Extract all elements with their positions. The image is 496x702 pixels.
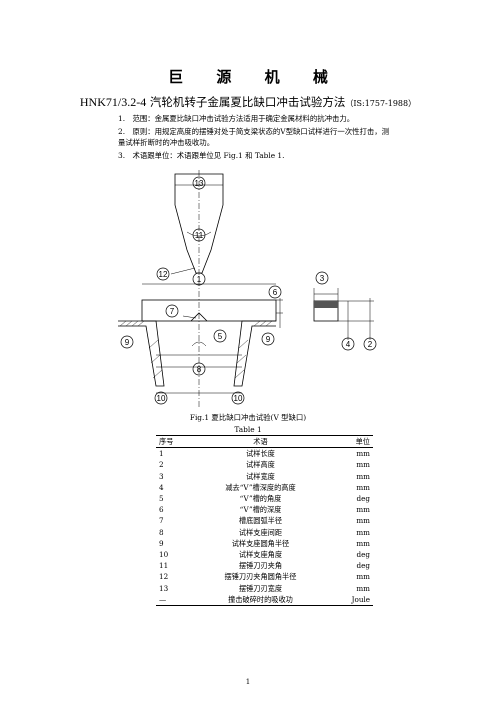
row-unit: deg bbox=[356, 494, 370, 504]
row-index: 5 bbox=[159, 494, 164, 504]
row-term: 试样支座角度 bbox=[238, 549, 283, 559]
pendulum-striker bbox=[174, 173, 224, 274]
row-unit: deg bbox=[356, 561, 370, 571]
row-unit: mm bbox=[356, 583, 370, 593]
table-row: 3 试样宽度 mm bbox=[156, 471, 373, 482]
paragraph-principle: 2. 原则：用规定高度的摆锤对处于简支梁状态的V型缺口试样进行一次性打击，测量试… bbox=[118, 127, 390, 147]
label-8: 8 bbox=[197, 365, 202, 374]
row-term: 试样支座间距 bbox=[238, 527, 283, 537]
figure-caption: Fig.1 夏比缺口冲击试验(V 型缺口) bbox=[189, 413, 307, 422]
terms-table: 序号 术语 单位 1 试样长度 mm 2 试样高度 mm 3 试样宽度 mm 4 减去“V”槽深度的… bbox=[156, 435, 373, 606]
row-index: 11 bbox=[159, 561, 169, 571]
label-9-right: 9 bbox=[266, 335, 271, 344]
row-term: 摆锤刀刃夹角 bbox=[238, 561, 283, 571]
v-notch bbox=[190, 312, 208, 322]
label-7: 7 bbox=[170, 307, 175, 316]
label-13: 13 bbox=[195, 179, 204, 188]
header-term: 术语 bbox=[192, 435, 329, 449]
row-index: 2 bbox=[159, 460, 164, 470]
row-term: 试样宽度 bbox=[246, 471, 275, 481]
row-index: — bbox=[159, 594, 167, 604]
row-unit: deg bbox=[356, 549, 370, 559]
label-2: 2 bbox=[368, 340, 373, 349]
row-term: 试样支座圆角半径 bbox=[231, 538, 290, 548]
table-row: 8 试样支座间距 mm bbox=[156, 527, 373, 538]
table-header-row: 序号 术语 单位 bbox=[156, 435, 373, 449]
row-term: 槽底圆弧半径 bbox=[238, 516, 283, 526]
row-term: 试样高度 bbox=[246, 460, 275, 470]
table-row: 2 试样高度 mm bbox=[156, 459, 373, 470]
left-support bbox=[118, 320, 165, 387]
row-index: 7 bbox=[159, 516, 164, 526]
row-term: “V”槽的深度 bbox=[239, 505, 282, 515]
title-standard: （IS:1757-1988） bbox=[345, 99, 417, 108]
row-unit: mm bbox=[356, 572, 370, 582]
row-unit: Joule bbox=[351, 594, 370, 604]
row-unit: mm bbox=[356, 538, 370, 548]
table-title: Table 1 bbox=[234, 425, 262, 434]
specimen bbox=[141, 299, 277, 322]
paragraph-terms: 3. 术语跟单位：术语跟单位见 Fig.1 和 Table 1. bbox=[118, 151, 285, 160]
company-name: 巨 源 机 械 bbox=[168, 68, 342, 86]
header-unit: 单位 bbox=[329, 435, 373, 449]
row-index: 8 bbox=[159, 527, 164, 537]
row-unit: mm bbox=[356, 471, 370, 481]
row-unit: mm bbox=[356, 460, 370, 470]
row-index: 10 bbox=[159, 549, 169, 559]
title-code: HNK71/3.2-4 bbox=[79, 95, 147, 109]
table-row: 10 试样支座角度 deg bbox=[156, 549, 373, 560]
row-index: 9 bbox=[159, 538, 164, 548]
label-6: 6 bbox=[273, 288, 278, 297]
paragraph-scope: 1. 范围：金属夏比缺口冲击试验方法适用于确定金属材料的抗冲击力。 bbox=[118, 114, 355, 123]
row-term: 摆锤刀刃夹角圆角半径 bbox=[224, 572, 297, 582]
row-index: 12 bbox=[159, 572, 169, 582]
table-row: — 撞击破碎时的吸收功 Joule bbox=[156, 594, 373, 606]
table-row: 12 摆锤刀刃夹角圆角半径 mm bbox=[156, 571, 373, 582]
row-index: 1 bbox=[159, 449, 164, 459]
label-10-left: 10 bbox=[157, 394, 166, 403]
label-9-left: 9 bbox=[125, 338, 130, 347]
row-index: 3 bbox=[159, 471, 164, 481]
label-4: 4 bbox=[346, 340, 351, 349]
row-unit: mm bbox=[356, 516, 370, 526]
table-row: 11 摆锤刀刃夹角 deg bbox=[156, 560, 373, 571]
label-5: 5 bbox=[218, 332, 223, 341]
row-term: 撞击破碎时的吸收功 bbox=[228, 594, 293, 604]
row-term: 摆锤刀刃宽度 bbox=[238, 583, 283, 593]
right-support bbox=[233, 320, 276, 387]
row-index: 6 bbox=[159, 505, 164, 515]
table-row: 5 “V”槽的角度 deg bbox=[156, 493, 373, 504]
row-term: 试样长度 bbox=[246, 449, 275, 459]
row-unit: mm bbox=[356, 505, 370, 515]
table-row: 13 摆锤刀刃宽度 mm bbox=[156, 582, 373, 593]
row-unit: mm bbox=[356, 527, 370, 537]
row-term: “V”槽的角度 bbox=[239, 494, 282, 504]
row-unit: mm bbox=[356, 482, 370, 492]
charpy-test-diagram: 13 11 12 1 6 7 5 9 9 8 10 10 3 4 2 bbox=[118, 170, 377, 408]
table-row: 4 减去“V”槽深度的高度 mm bbox=[156, 482, 373, 493]
label-10-right: 10 bbox=[234, 394, 243, 403]
label-1: 1 bbox=[197, 275, 202, 284]
table-row: 6 “V”槽的深度 mm bbox=[156, 504, 373, 515]
table-row: 7 槽底圆弧半径 mm bbox=[156, 515, 373, 526]
row-index: 13 bbox=[159, 583, 169, 593]
title-text: 汽轮机转子金属夏比缺口冲击试验方法 bbox=[146, 95, 346, 109]
row-unit: mm bbox=[356, 449, 370, 459]
label-3: 3 bbox=[320, 274, 325, 283]
label-11: 11 bbox=[195, 231, 204, 240]
document-title: HNK71/3.2-4 汽轮机转子金属夏比缺口冲击试验方法（IS:1757-19… bbox=[0, 94, 496, 110]
table-row: 9 试样支座圆角半径 mm bbox=[156, 538, 373, 549]
table-row: 1 试样长度 mm bbox=[156, 448, 373, 460]
row-index: 4 bbox=[159, 482, 164, 492]
row-term: 减去“V”槽深度的高度 bbox=[225, 482, 296, 492]
header-index: 序号 bbox=[156, 435, 192, 449]
page-number: 1 bbox=[245, 678, 251, 686]
label-12: 12 bbox=[159, 270, 168, 279]
